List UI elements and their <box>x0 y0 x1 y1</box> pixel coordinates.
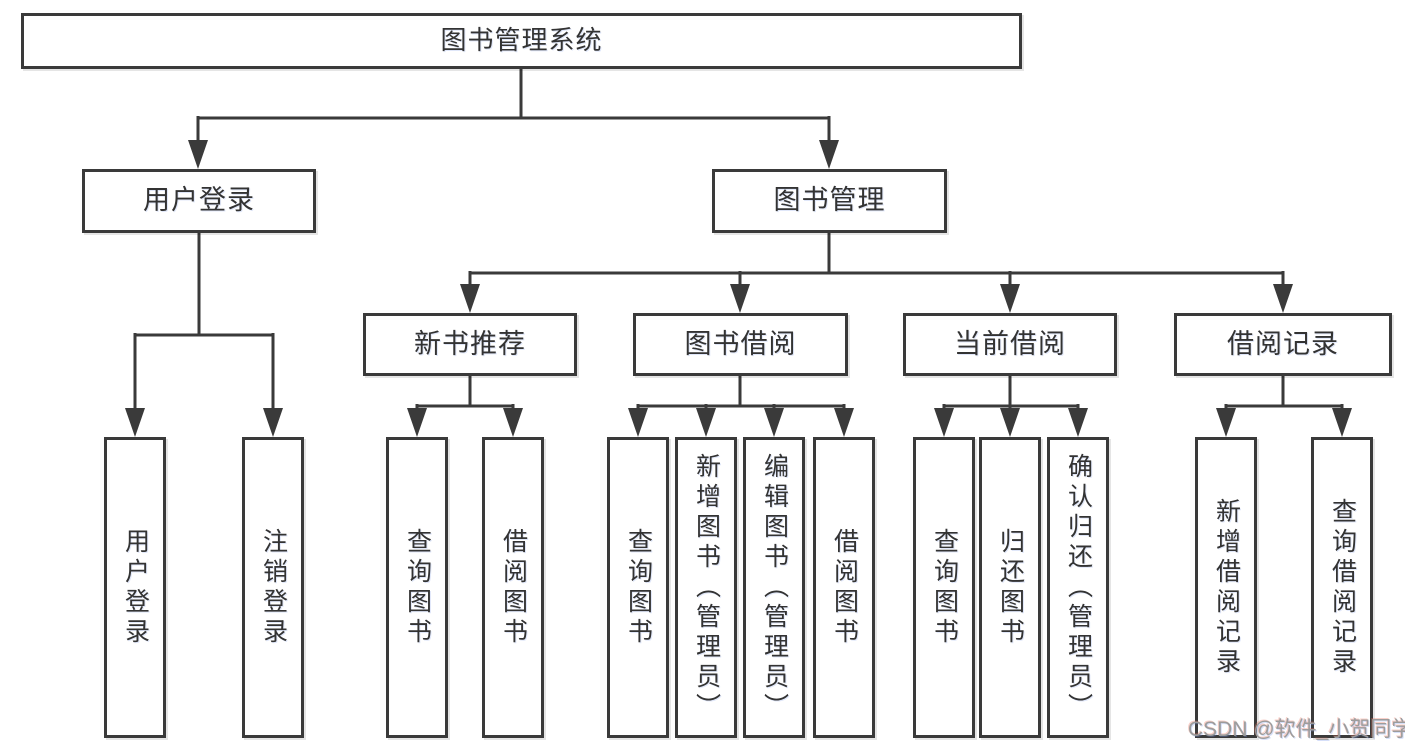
leaf-add-borrow-record: 新增借阅记录 <box>1195 437 1257 738</box>
leaf-label: 归还图书 <box>996 527 1025 648</box>
leaf-query-borrow-record: 查询借阅记录 <box>1311 437 1373 738</box>
node-root-system: 图书管理系统 <box>21 13 1022 69</box>
leaf-confirm-return-admin: 确认归还（管理员） <box>1047 437 1109 738</box>
leaf-borrow-books-recommend: 借阅图书 <box>482 437 544 738</box>
node-book-management: 图书管理 <box>712 169 947 233</box>
node-label: 用户登录 <box>143 185 255 216</box>
node-current-borrow: 当前借阅 <box>903 313 1117 376</box>
leaf-label: 用户登录 <box>121 527 150 648</box>
node-label: 借阅记录 <box>1227 328 1339 359</box>
leaf-label: 借阅图书 <box>499 527 528 648</box>
leaf-logout-login: 注销登录 <box>242 437 304 738</box>
node-label: 图书管理 <box>773 185 886 216</box>
leaf-add-books-admin: 新增图书（管理员） <box>675 437 737 738</box>
csdn-watermark: CSDN @软件_小贺同学 <box>1188 718 1405 741</box>
leaf-query-books-current: 查询图书 <box>913 437 975 738</box>
node-book-borrow: 图书借阅 <box>633 313 848 376</box>
node-new-book-recommend: 新书推荐 <box>363 313 577 376</box>
node-label: 图书管理系统 <box>440 25 603 56</box>
node-label: 当前借阅 <box>954 328 1066 359</box>
leaf-label: 查询图书 <box>403 527 432 648</box>
leaf-user-login: 用户登录 <box>104 437 166 738</box>
node-borrow-records: 借阅记录 <box>1174 313 1392 376</box>
leaf-label: 查询图书 <box>930 527 959 648</box>
leaf-return-books: 归还图书 <box>979 437 1041 738</box>
node-label: 图书借阅 <box>684 328 797 359</box>
leaf-label: 编辑图书（管理员） <box>760 452 789 723</box>
node-user-login: 用户登录 <box>82 169 316 233</box>
leaf-label: 查询图书 <box>624 527 653 648</box>
leaf-label: 注销登录 <box>259 527 288 648</box>
leaf-label: 查询借阅记录 <box>1328 497 1357 678</box>
node-label: 新书推荐 <box>414 328 526 359</box>
leaf-query-books-recommend: 查询图书 <box>386 437 448 738</box>
leaf-query-books-borrow: 查询图书 <box>607 437 669 738</box>
leaf-edit-books-admin: 编辑图书（管理员） <box>743 437 805 738</box>
leaf-label: 确认归还（管理员） <box>1064 452 1093 723</box>
leaf-label: 新增图书（管理员） <box>692 452 721 723</box>
leaf-label: 借阅图书 <box>830 527 859 648</box>
leaf-borrow-books: 借阅图书 <box>813 437 875 738</box>
leaf-label: 新增借阅记录 <box>1212 497 1241 678</box>
